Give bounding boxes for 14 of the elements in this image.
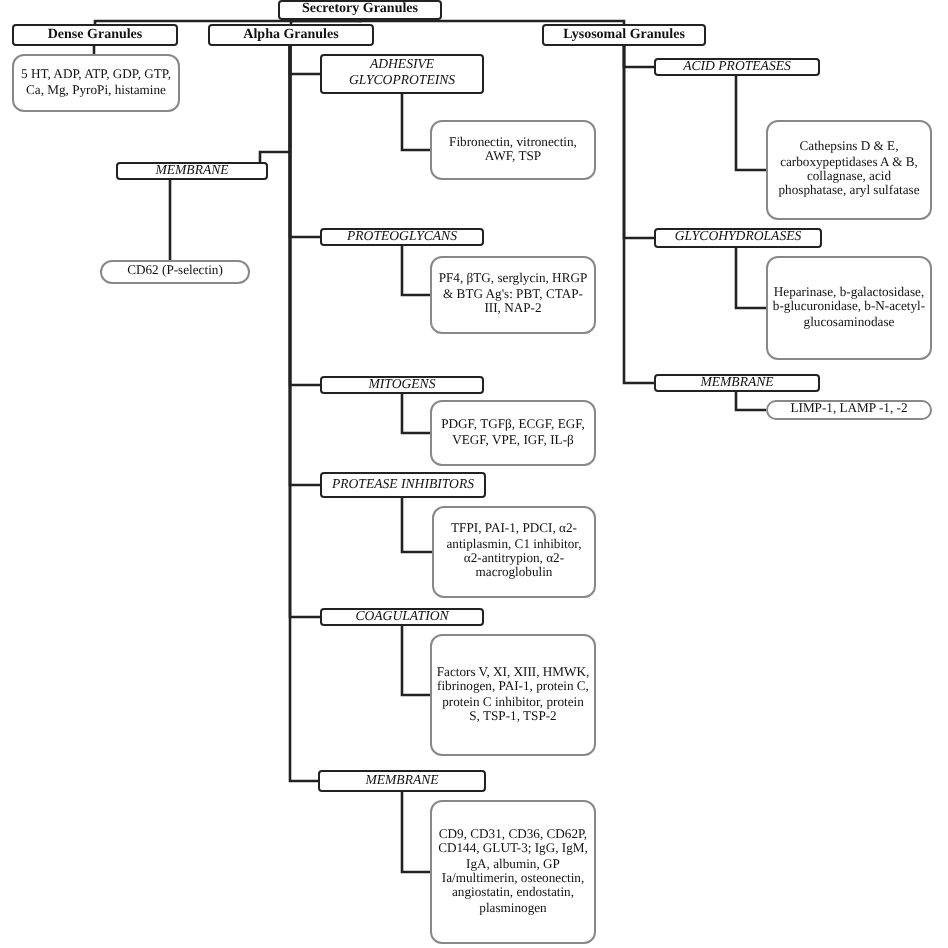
connector-line <box>288 46 318 783</box>
connector-line <box>734 76 766 172</box>
connector-line <box>734 248 766 310</box>
connector-line <box>400 498 432 554</box>
connector-line <box>289 18 362 24</box>
connector-line <box>734 392 766 412</box>
connector-line <box>400 246 430 297</box>
connector-line <box>400 792 430 874</box>
connector-line <box>400 94 430 152</box>
connector-line <box>622 46 654 385</box>
connector-line <box>168 180 172 260</box>
connector-line <box>358 18 626 24</box>
connector-line <box>400 626 430 697</box>
connector-line <box>400 394 430 435</box>
